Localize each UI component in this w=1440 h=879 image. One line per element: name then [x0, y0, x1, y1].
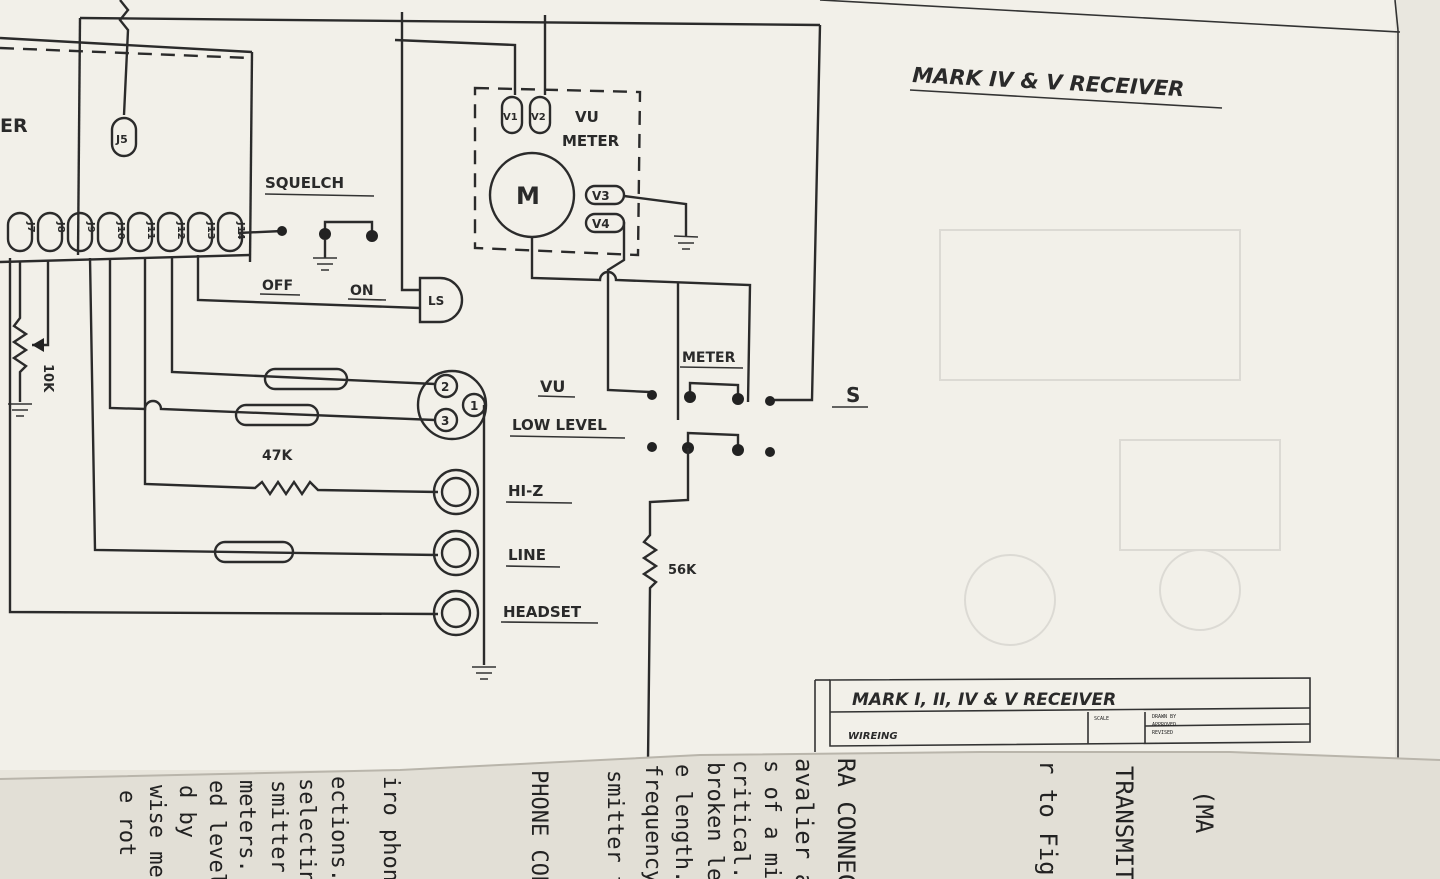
facing-page-text: TRANSMIT [1110, 766, 1138, 879]
facing-page-text: iro phone [378, 776, 403, 879]
v3-label: V3 [592, 189, 610, 203]
er-fragment: ER [0, 115, 28, 137]
squelch-label: SQUELCH [265, 174, 344, 192]
vu-label: VU [540, 377, 565, 396]
facing-page-text: broken lea [702, 762, 727, 879]
hi-z-jack [432, 468, 480, 516]
title-block-drawn: DRAWN BY [1152, 714, 1176, 720]
headset-jack [432, 589, 480, 637]
ls-label: LS [428, 294, 444, 308]
pin-2-label: 2 [441, 380, 449, 394]
title-block-approved: APPROVED [1152, 722, 1176, 728]
on-label: ON [350, 283, 374, 299]
terminal-label: J8 [55, 221, 66, 233]
line-jack [432, 529, 480, 577]
title-block-revised: REVISED [1152, 730, 1173, 736]
terminal-label: J13 [205, 221, 216, 240]
terminal-j11: J11 [126, 211, 156, 253]
vu-meter: V1 V2 VU METER M V3 V4 [473, 86, 642, 257]
terminal-j12: J12 [156, 211, 186, 253]
facing-page-text: avalier a [790, 758, 818, 879]
v2-label: V2 [531, 112, 546, 123]
facing-page-text: (MA [1190, 790, 1218, 834]
headset-label: HEADSET [503, 603, 582, 621]
facing-page-text: e length. [670, 764, 695, 879]
pin-1-label: 1 [470, 399, 478, 413]
terminal-label: J9 [85, 221, 96, 233]
terminal-j7: J7 [6, 211, 36, 253]
facing-page-text: RA CONNECT [832, 758, 860, 879]
facing-page-text: s of a mic [759, 760, 784, 879]
jack-j5: J5 [110, 116, 138, 158]
terminal-label: J14 [235, 221, 246, 240]
title-block: MARK I, II, IV & V RECEIVER WIREING SCAL… [814, 677, 1311, 752]
vu-meter-label-1: VU [575, 108, 599, 126]
j5-label: J5 [115, 133, 128, 146]
facing-page-text: meters. [234, 780, 259, 873]
facing-page-text: smitter i [266, 780, 291, 879]
title-block-subtitle: WIREING [848, 731, 898, 742]
terminal-label: J12 [175, 221, 186, 240]
facing-page-text: smitter to [602, 770, 627, 879]
xlr-connector: 2 3 1 [416, 369, 488, 441]
facing-page-text: critical. [728, 760, 753, 879]
res-56k-label: 56K [668, 563, 697, 578]
terminal-j8: J8 [36, 211, 66, 253]
terminal-label: J7 [25, 221, 36, 233]
title-block-title: MARK I, II, IV & V RECEIVER [852, 690, 1116, 710]
res-47k-label: 47K [262, 448, 293, 464]
off-label: OFF [262, 278, 293, 294]
motor-symbol: M [516, 182, 540, 210]
loudspeaker: LS [418, 276, 464, 324]
s-label: S [846, 383, 860, 407]
facing-page-text: PHONE CON [526, 770, 551, 879]
meter-label: METER [682, 350, 736, 366]
facing-page-text: frequency. [640, 764, 665, 879]
line-label: LINE [508, 546, 546, 564]
facing-page-text: selecting [294, 778, 319, 879]
facing-page-text: r to Fig. [1034, 760, 1062, 879]
terminal-j13: J13 [186, 211, 216, 253]
vu-meter-label-2: METER [562, 132, 620, 150]
terminal-j10: J10 [96, 211, 126, 253]
terminal-label: J11 [145, 221, 156, 240]
res-10k-label: 10K [40, 364, 55, 393]
pin-3-label: 3 [441, 414, 449, 428]
facing-page-text: wise mean [144, 785, 169, 879]
facing-page-text: d by [174, 785, 199, 838]
terminal-strip: J7 J8 J9 J10 J11 J12 J13 J14 [6, 211, 246, 253]
v4-label: V4 [592, 217, 610, 231]
facing-page-text: ed level [204, 780, 229, 879]
terminal-j9: J9 [66, 211, 96, 253]
hi-z-label: HI-Z [508, 482, 543, 500]
terminal-label: J10 [115, 221, 126, 240]
low-level-label: LOW LEVEL [512, 416, 607, 434]
facing-page-text: e rot [114, 790, 139, 856]
facing-page-text: ections. [326, 776, 351, 879]
title-block-scale: SCALE [1094, 716, 1109, 722]
v1-label: V1 [503, 112, 518, 123]
